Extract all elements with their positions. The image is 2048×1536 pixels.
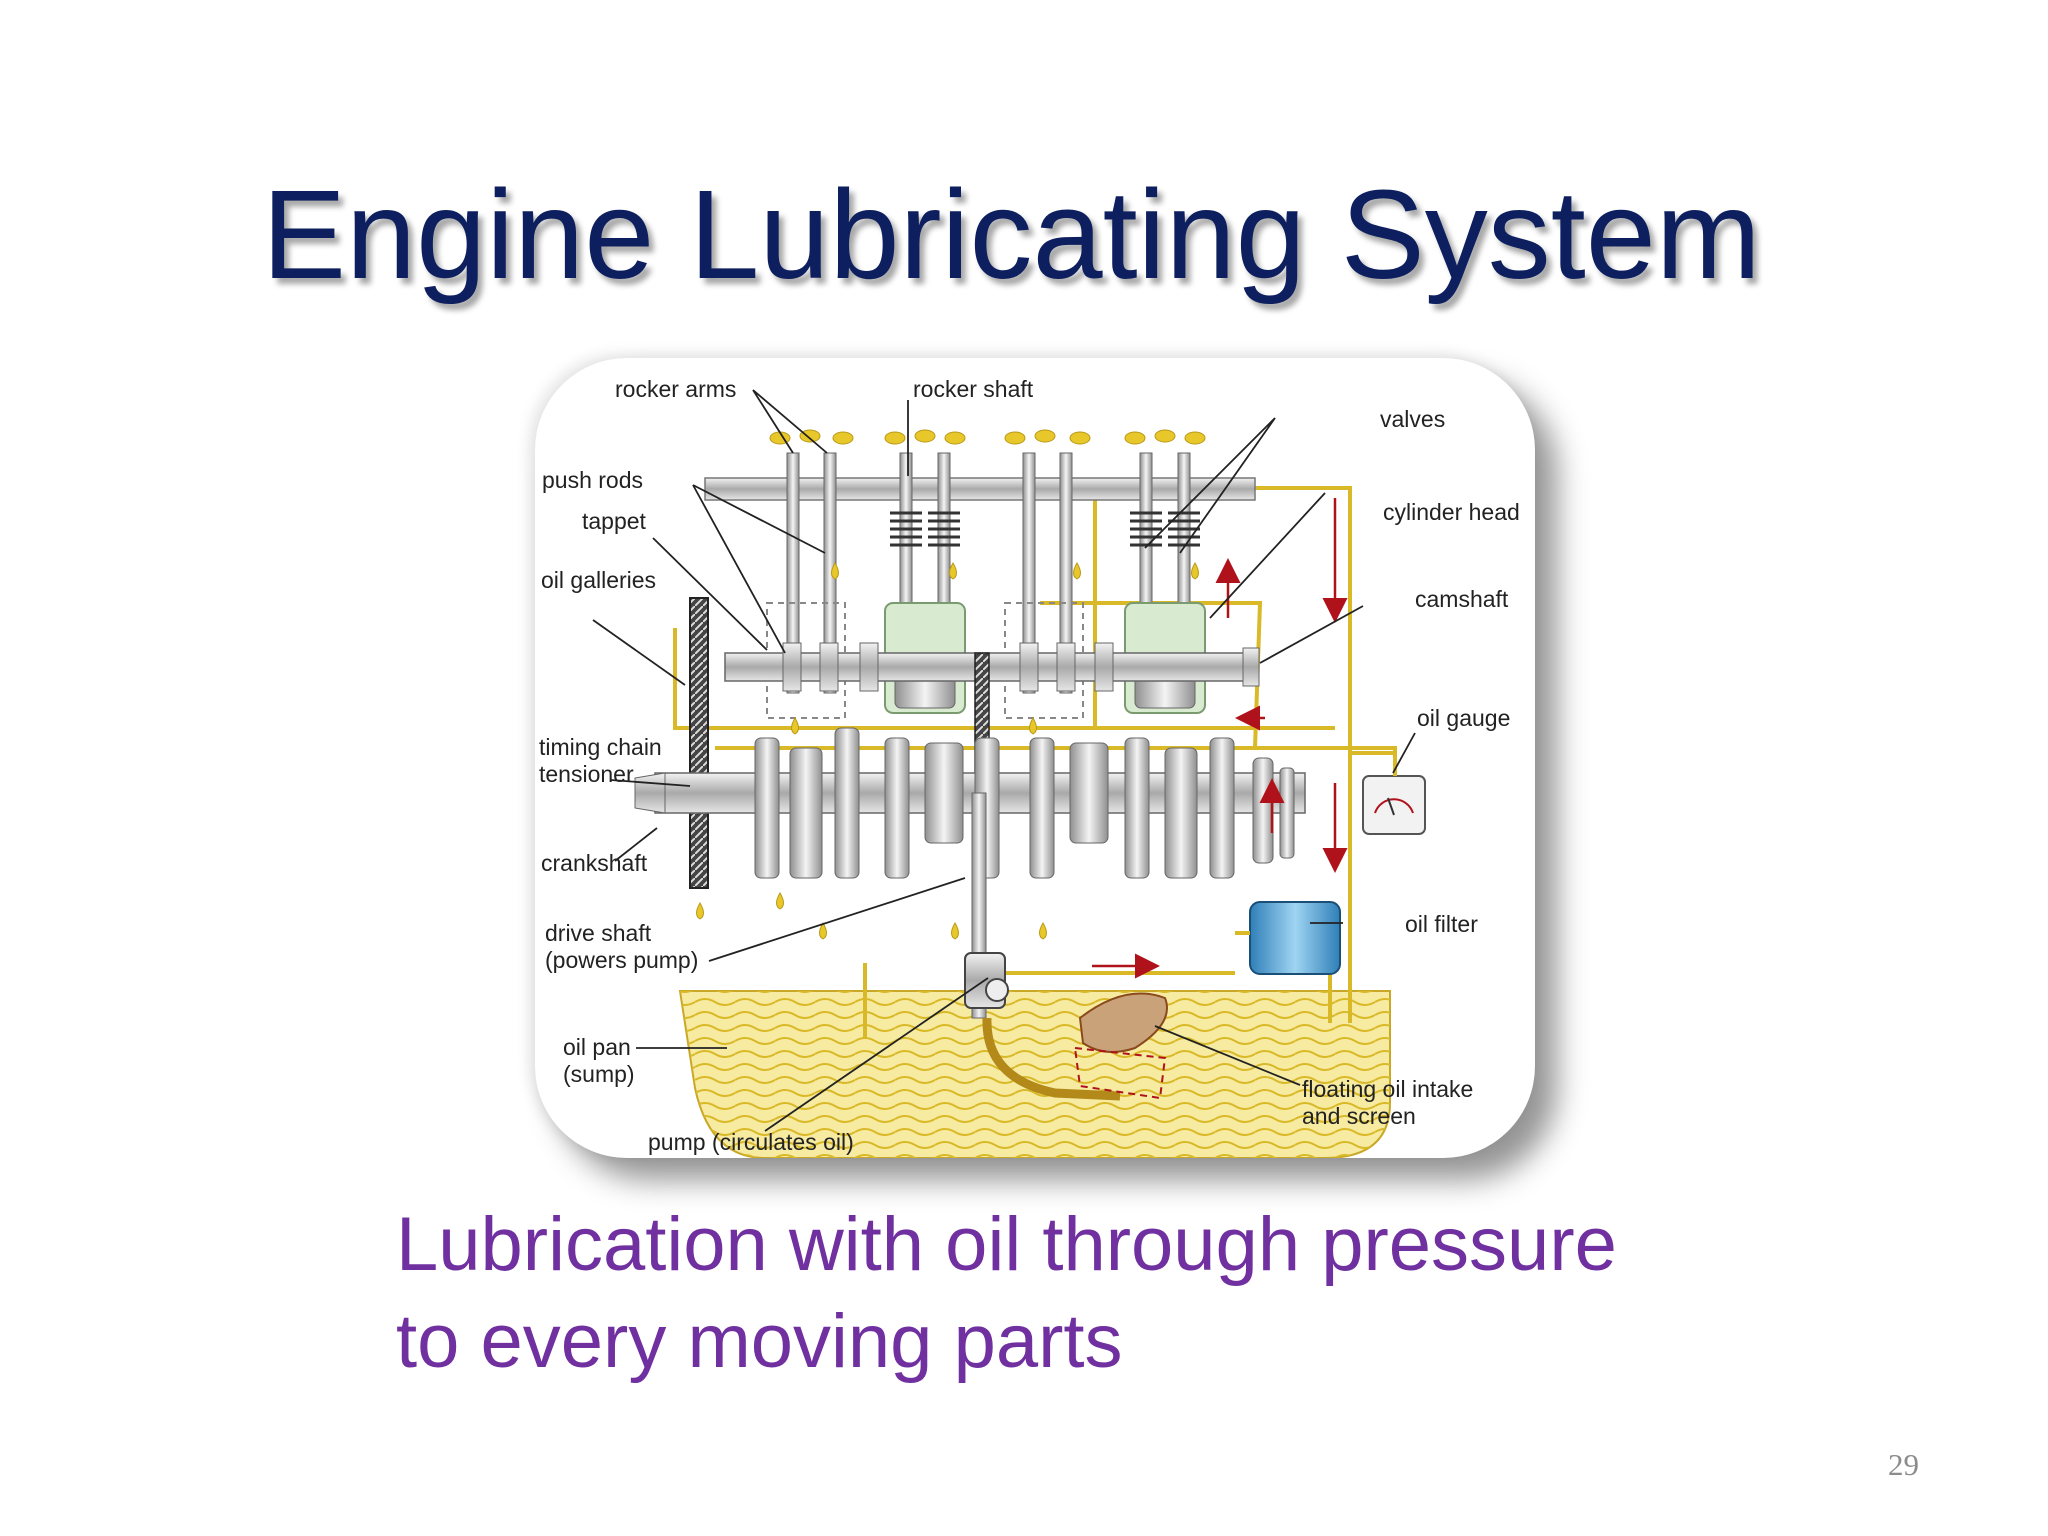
caption-line-2: to every moving parts (396, 1299, 1123, 1384)
label-rocker-arms: rocker arms (615, 376, 736, 402)
page-number: 29 (1888, 1447, 1919, 1482)
oil-gauge (1350, 751, 1426, 835)
caption-line-1: Lubrication with oil through pressure (396, 1202, 1617, 1287)
oil-drops-top (769, 429, 1206, 445)
label-oil-gauge: oil gauge (1417, 705, 1510, 731)
slide-title: Engine Lubricating System (262, 164, 1761, 305)
label-cylinder-head: cylinder head (1383, 499, 1520, 525)
engine-diagram-svg: rocker arms rocker shaft valves push rod… (539, 376, 1520, 1158)
label-tappet: tappet (582, 508, 647, 534)
leader-lines (592, 389, 1416, 1132)
label-camshaft: camshaft (1415, 586, 1509, 612)
label-oil-pan-line1: oil pan (563, 1034, 631, 1060)
slide-caption: Lubrication with oil through pressure to… (396, 1196, 1796, 1390)
label-drive-shaft-line2: (powers pump) (545, 947, 698, 973)
label-rocker-shaft: rocker shaft (913, 376, 1034, 402)
label-oil-galleries: oil galleries (541, 567, 656, 593)
rocker-shaft (704, 477, 1256, 501)
label-oil-filter: oil filter (1405, 911, 1478, 937)
oil-filter (1235, 901, 1341, 975)
label-floating-oil-intake-line1: floating oil intake (1302, 1076, 1473, 1102)
valve-springs (890, 511, 1200, 547)
label-pump: pump (circulates oil) (648, 1129, 854, 1155)
crankshaft (634, 727, 1306, 879)
oil-drips (696, 562, 1199, 940)
label-timing-chain-line1: timing chain (539, 734, 662, 760)
label-timing-chain-line2: tensioner (539, 761, 634, 787)
label-floating-oil-intake-line2: and screen (1302, 1103, 1416, 1129)
label-push-rods: push rods (542, 467, 643, 493)
flow-arrows (1092, 498, 1348, 979)
label-oil-pan-line2: (sump) (563, 1061, 635, 1087)
label-crankshaft: crankshaft (541, 850, 648, 876)
oil-pan (678, 990, 1391, 1158)
floating-oil-intake (1073, 992, 1168, 1100)
label-drive-shaft-line1: drive shaft (545, 920, 652, 946)
lubrication-diagram: rocker arms rocker shaft valves push rod… (535, 358, 1535, 1158)
pistons (884, 602, 1206, 714)
label-valves: valves (1380, 406, 1445, 432)
